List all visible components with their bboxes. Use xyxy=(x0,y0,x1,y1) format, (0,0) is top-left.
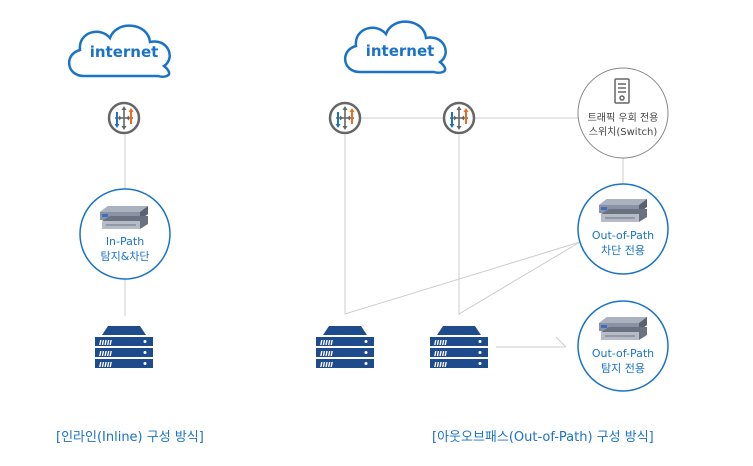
inpath-label: In-Path 탐지&차단 xyxy=(80,234,170,264)
switch-tower-icon xyxy=(614,78,630,104)
detect-label: Out-of-Path 탐지 전용 xyxy=(578,346,668,376)
block-label-line1: Out-of-Path xyxy=(591,229,655,242)
appliance-icon-inpath xyxy=(99,205,149,230)
inline-caption: [인라인(Inline) 구성 방식] xyxy=(56,430,204,445)
inpath-label-line1: In-Path xyxy=(105,235,145,248)
router-icon-inline xyxy=(107,101,141,135)
mirror-arrowhead xyxy=(555,336,567,348)
outofpath-links xyxy=(344,117,624,348)
router-icon-outofpath-2 xyxy=(442,101,476,135)
cloud-label-outofpath: internet xyxy=(365,42,435,60)
link-router2-server2-block xyxy=(458,135,581,315)
switch-label-line1: 트래픽 우회 전용 xyxy=(587,113,659,124)
inpath-label-line2: 탐지&차단 xyxy=(100,250,150,263)
router-icon-outofpath-1 xyxy=(328,101,362,135)
server-icon-outofpath-1 xyxy=(316,326,374,369)
switch-label: 트래픽 우회 전용 스위치(Switch) xyxy=(573,112,673,140)
detect-label-line1: Out-of-Path xyxy=(591,347,655,360)
appliance-icon-detect xyxy=(598,316,648,341)
detect-label-line2: 탐지 전용 xyxy=(601,362,645,375)
server-icon-inline xyxy=(95,326,153,369)
cloud-label-inline: internet xyxy=(89,43,159,61)
switch-node xyxy=(577,67,669,159)
link-router1-server1-block xyxy=(344,135,581,315)
outofpath-caption: [아웃오브패스(Out-of-Path) 구성 방식] xyxy=(432,430,654,445)
block-label-line2: 차단 전용 xyxy=(601,244,645,257)
appliance-icon-block xyxy=(598,198,648,223)
switch-label-line2: 스위치(Switch) xyxy=(588,127,658,138)
block-label: Out-of-Path 차단 전용 xyxy=(578,228,668,258)
server-icon-outofpath-2 xyxy=(430,326,488,369)
